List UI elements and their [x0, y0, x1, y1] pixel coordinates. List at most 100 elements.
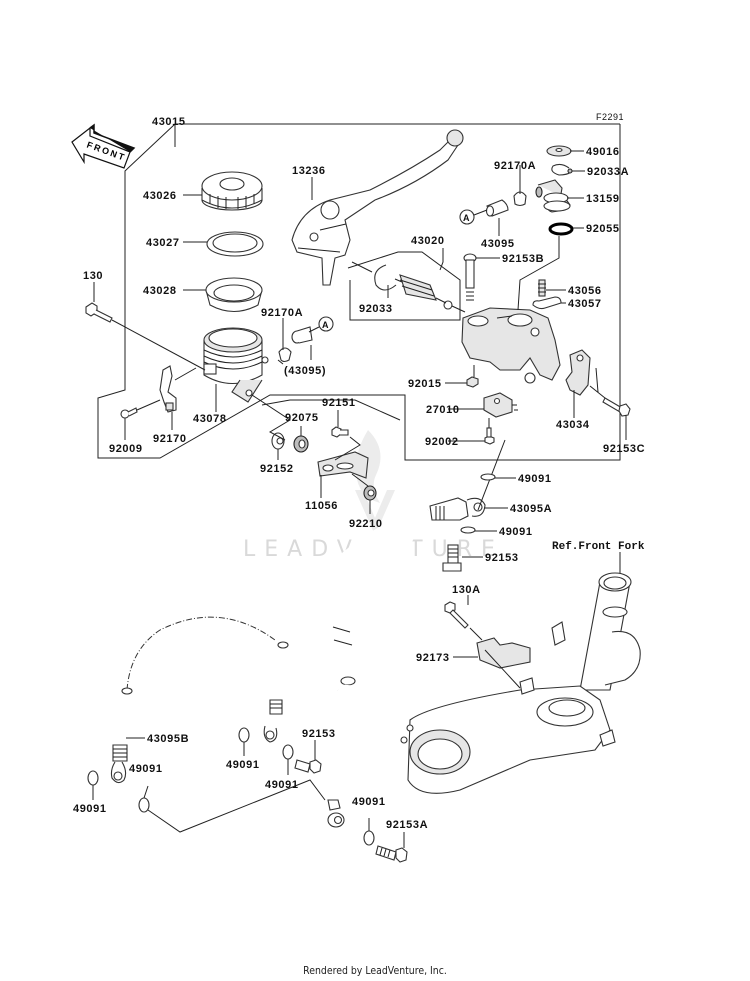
- grommet-92210: [363, 485, 377, 501]
- callout-43095a: 43095A: [510, 503, 552, 515]
- hose-piece-right: [485, 199, 509, 217]
- bleeder-valve: [538, 279, 546, 297]
- callout-92055: 92055: [586, 223, 620, 235]
- reservoir-gasket: [206, 231, 264, 257]
- screw-92002: [484, 418, 495, 445]
- bleeder-cap: [532, 296, 562, 310]
- callout-43095b: 43095B: [147, 733, 189, 745]
- callout-49091-7: 49091: [352, 796, 386, 808]
- callout-92153b: 92153B: [502, 253, 544, 265]
- callout-labels: 43015 43026 43027 43028 130 13236 43020 …: [73, 116, 645, 831]
- bracket-group-outline: [261, 399, 401, 421]
- steering-stem: [400, 572, 641, 794]
- callout-ref-front-fork: Ref.Front Fork: [552, 541, 645, 553]
- callout-43034: 43034: [556, 419, 590, 431]
- hose-guide-92173: [476, 637, 531, 689]
- brake-hose-upper: [324, 497, 486, 828]
- reservoir-cap: [201, 171, 263, 211]
- callout-130: 130: [83, 270, 103, 282]
- brake-lever: [291, 129, 464, 286]
- callout-92170: 92170: [153, 433, 187, 445]
- washer-49091-e: [238, 727, 250, 743]
- callout-49091-1: 49091: [518, 473, 552, 485]
- reservoir-diaphragm: [205, 277, 263, 313]
- callout-11056: 11056: [305, 500, 338, 512]
- callout-49091-5: 49091: [226, 759, 260, 771]
- reservoir-body: [203, 327, 269, 403]
- connector-a-left-label: A: [322, 320, 329, 330]
- bushing-92075: [293, 435, 309, 453]
- connector-a-right-label: A: [463, 213, 470, 223]
- callout-49016: 49016: [586, 146, 620, 158]
- washer-49091-a: [480, 473, 496, 481]
- callout-92075: 92075: [285, 412, 319, 424]
- callout-43028: 43028: [143, 285, 177, 297]
- callout-92009: 92009: [109, 443, 143, 455]
- callout-92033a: 92033A: [587, 166, 629, 178]
- group-43015-leader: [174, 123, 620, 147]
- callout-49091-2: 49091: [499, 526, 533, 538]
- nut-92015: [466, 365, 479, 388]
- callout-49091-3: 49091: [73, 803, 107, 815]
- washer-49091-d: [138, 797, 150, 813]
- stay-11056: [317, 451, 369, 479]
- callout-49091-4: 49091: [129, 763, 163, 775]
- callout-92170a-left: 92170A: [261, 307, 303, 319]
- leader-lines: [92, 150, 627, 848]
- washer-92152: [271, 432, 285, 450]
- piston-group-outline: [347, 251, 461, 321]
- banjo-bolt-92153-lower: [294, 759, 322, 774]
- callout-92153-2: 92153: [302, 728, 336, 740]
- callout-92170a-right: 92170A: [494, 160, 536, 172]
- callout-92002: 92002: [425, 436, 459, 448]
- callout-130a: 130A: [452, 584, 481, 596]
- footer-credit: Rendered by LeadVenture, Inc.: [303, 964, 447, 977]
- circlip-92033: [374, 264, 397, 291]
- callout-13236: 13236: [292, 165, 326, 177]
- callout-49091-6: 49091: [265, 779, 299, 791]
- callout-43056: 43056: [568, 285, 602, 297]
- callout-43095: 43095: [481, 238, 515, 250]
- reservoir-plug-cap: [546, 145, 572, 157]
- bolt-92153c: [602, 397, 631, 417]
- joint-to-body-leader: [517, 236, 560, 311]
- clamp-holder: [565, 349, 606, 399]
- callout-92153c: 92153C: [603, 443, 645, 455]
- master-cylinder-body: [461, 307, 561, 384]
- hose-joint-fitting: [535, 179, 571, 213]
- callout-27010: 27010: [426, 404, 460, 416]
- connector-a-right: A: [459, 209, 488, 225]
- stay-leaders: [334, 436, 369, 487]
- callout-92015: 92015: [408, 378, 442, 390]
- reservoir-bracket: [159, 365, 197, 413]
- callout-92153a: 92153A: [386, 819, 428, 831]
- screw-92009: [120, 399, 161, 419]
- washer-49091-c: [87, 770, 99, 786]
- bolt-130: [85, 302, 206, 371]
- callout-43078: 43078: [193, 413, 227, 425]
- hose-clamp-left: [277, 347, 292, 365]
- callout-43020: 43020: [411, 235, 445, 247]
- callout-43015: 43015: [152, 116, 186, 128]
- hose-clamp-right: [513, 191, 527, 207]
- washer-49091-g: [363, 830, 375, 846]
- banjo-bolt-92153a: [375, 845, 408, 863]
- lower-hose-leader: [147, 779, 326, 833]
- callout-92153-1: 92153: [485, 552, 519, 564]
- callout-92151: 92151: [322, 397, 356, 409]
- brake-light-switch: [483, 392, 518, 418]
- callout-92152: 92152: [260, 463, 294, 475]
- callout-43027: 43027: [146, 237, 180, 249]
- reservoir-mount-leader: [251, 394, 291, 441]
- pivot-bolt-92153b: [463, 253, 477, 301]
- callout-43057: 43057: [568, 298, 602, 310]
- washer-49091-b: [460, 526, 476, 534]
- callout-92210: 92210: [349, 518, 383, 530]
- bolt-92151: [331, 426, 349, 438]
- callout-92033: 92033: [359, 303, 393, 315]
- brake-hose-lower: [110, 616, 289, 784]
- connector-a-left: A: [308, 316, 334, 333]
- front-arrow-icon: FRONT: [71, 123, 136, 169]
- figure-code: F2291: [596, 112, 624, 122]
